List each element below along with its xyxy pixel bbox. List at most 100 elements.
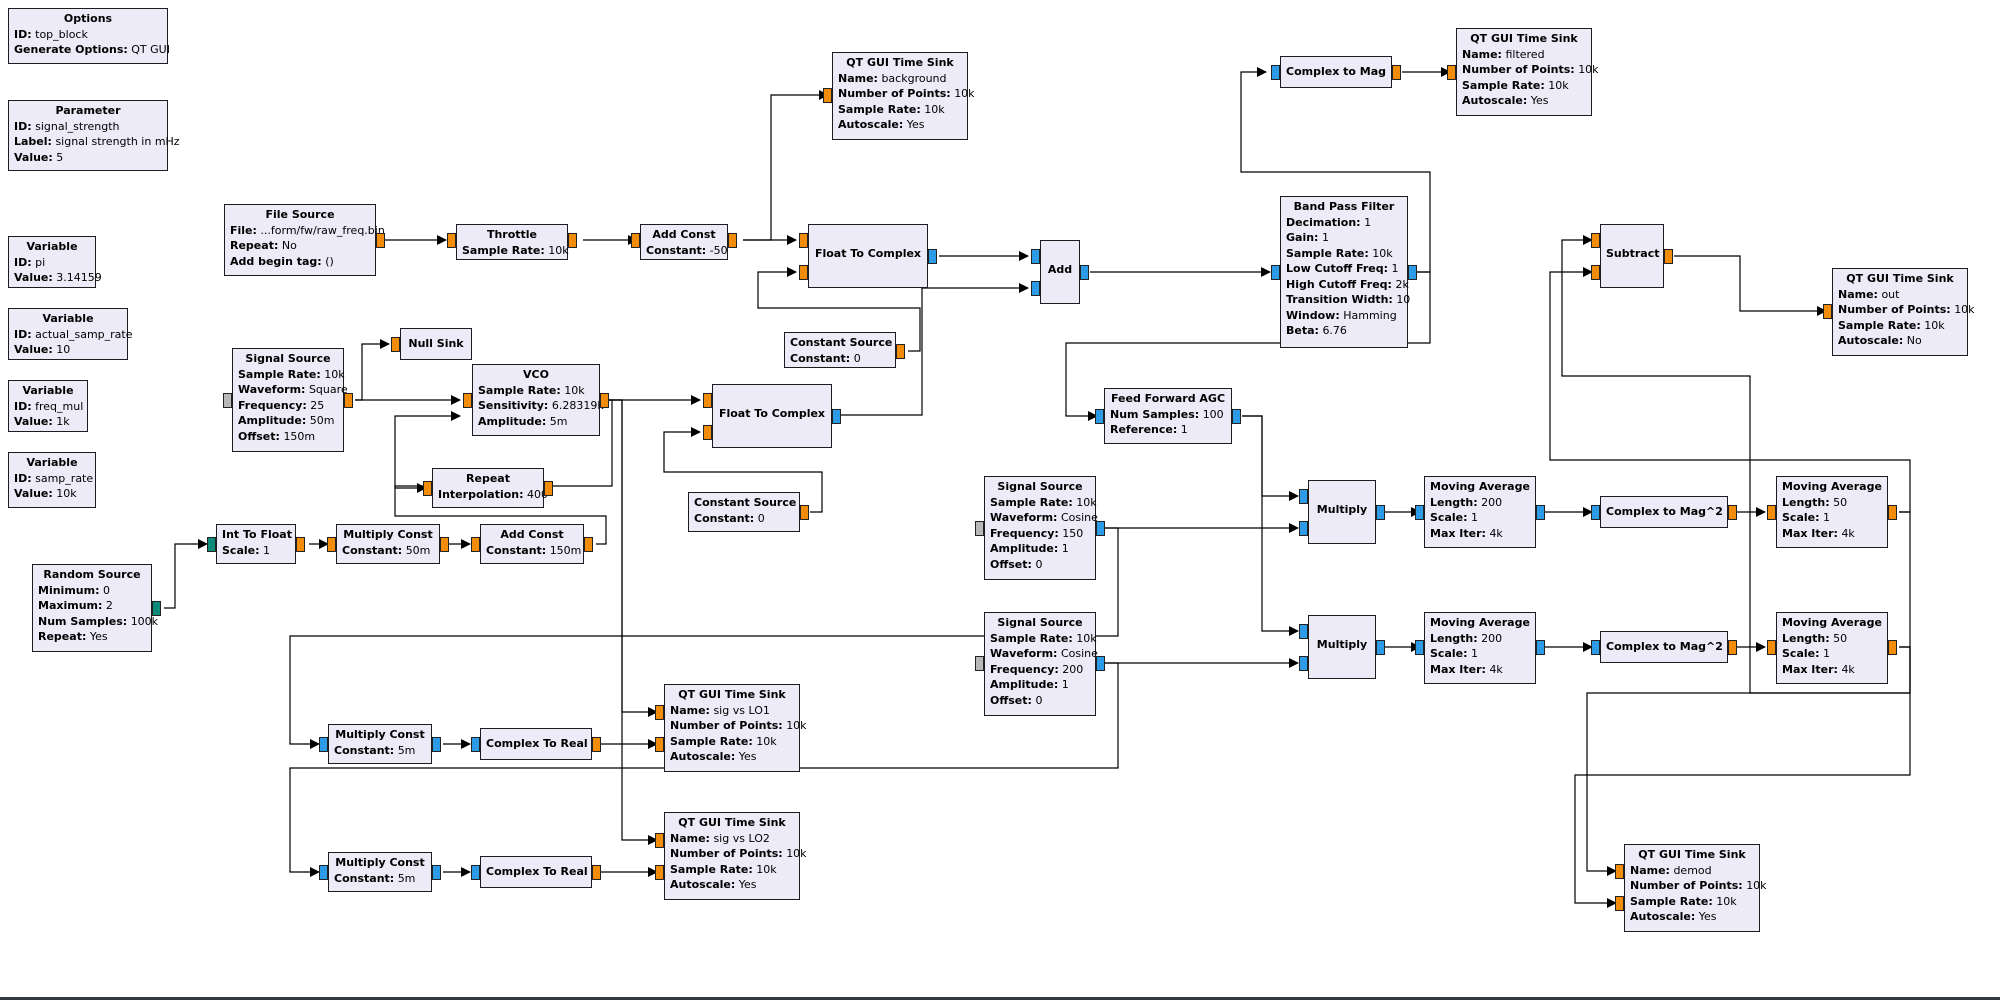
complex-to-mag-squared-block-2[interactable]: Complex to Mag^2 [1600, 631, 1728, 663]
random-source-block[interactable]: Random Source Minimum: 0 Maximum: 2 Num … [32, 564, 158, 652]
input-port[interactable] [703, 425, 712, 440]
input-port[interactable] [1299, 656, 1308, 671]
input-port[interactable] [319, 737, 328, 752]
add-const-block[interactable]: Add Const Constant: -50 [640, 224, 728, 260]
multiply-const-5m-block-2[interactable]: Multiply Const Constant: 5m [328, 852, 432, 892]
moving-average-block-2[interactable]: Moving Average Length: 200 Scale: 1 Max … [1424, 612, 1536, 684]
float-to-complex-block-1[interactable]: Float To Complex [808, 224, 928, 288]
output-port[interactable] [1376, 640, 1385, 655]
constant-source-block-1[interactable]: Constant Source Constant: 0 [784, 332, 896, 368]
input-port[interactable] [1591, 265, 1600, 280]
vco-block[interactable]: VCO Sample Rate: 10k Sensitivity: 6.2831… [472, 364, 604, 436]
multiply-const-50m-block[interactable]: Multiply Const Constant: 50m [336, 524, 440, 564]
output-port[interactable] [600, 393, 609, 408]
input-port[interactable] [631, 233, 640, 248]
multiply-block-1[interactable]: Multiply [1308, 480, 1376, 544]
moving-average-block-3[interactable]: Moving Average Length: 50 Scale: 1 Max I… [1776, 476, 1888, 548]
output-port[interactable] [1408, 265, 1417, 280]
file-source-block[interactable]: File Source File: ...form/fw/raw_freq.bi… [224, 204, 385, 276]
moving-average-block-1[interactable]: Moving Average Length: 200 Scale: 1 Max … [1424, 476, 1536, 548]
input-port[interactable] [1271, 65, 1280, 80]
output-port[interactable] [1888, 505, 1897, 520]
output-port[interactable] [1392, 65, 1401, 80]
moving-average-block-4[interactable]: Moving Average Length: 50 Scale: 1 Max I… [1776, 612, 1888, 684]
input-port[interactable] [1415, 640, 1424, 655]
add-const-150m-block[interactable]: Add Const Constant: 150m [480, 524, 584, 564]
input-port[interactable] [1415, 505, 1424, 520]
input-port[interactable] [327, 537, 336, 552]
input-port[interactable] [319, 865, 328, 880]
input-port[interactable] [1615, 864, 1624, 879]
output-port[interactable] [1096, 521, 1105, 536]
signal-source-cos200-block[interactable]: Signal Source Sample Rate: 10k Waveform:… [984, 612, 1098, 716]
qt-gui-time-sink-out[interactable]: QT GUI Time Sink Name: out Number of Poi… [1832, 268, 1975, 356]
output-port[interactable] [928, 249, 937, 264]
input-port[interactable] [1299, 489, 1308, 504]
input-port[interactable] [1299, 521, 1308, 536]
input-port[interactable] [1031, 249, 1040, 264]
output-port[interactable] [1664, 249, 1673, 264]
input-port[interactable] [207, 537, 216, 552]
output-port[interactable] [1080, 265, 1089, 280]
output-port[interactable] [152, 601, 161, 616]
output-port[interactable] [296, 537, 305, 552]
input-port[interactable] [1767, 640, 1776, 655]
output-port[interactable] [800, 505, 809, 520]
input-port[interactable] [447, 233, 456, 248]
multiply-const-5m-block-1[interactable]: Multiply Const Constant: 5m [328, 724, 432, 764]
output-port[interactable] [1536, 640, 1545, 655]
constant-source-block-2[interactable]: Constant Source Constant: 0 [688, 492, 800, 532]
output-port[interactable] [1728, 640, 1737, 655]
input-port[interactable] [655, 865, 664, 880]
qt-gui-time-sink-demod[interactable]: QT GUI Time Sink Name: demod Number of P… [1624, 844, 1767, 932]
output-port[interactable] [728, 233, 737, 248]
output-port[interactable] [1232, 409, 1241, 424]
output-port[interactable] [592, 737, 601, 752]
message-port[interactable] [975, 656, 984, 671]
input-port[interactable] [799, 265, 808, 280]
output-port[interactable] [584, 537, 593, 552]
input-port[interactable] [655, 705, 664, 720]
input-port[interactable] [471, 537, 480, 552]
feed-forward-agc-block[interactable]: Feed Forward AGC Num Samples: 100 Refere… [1104, 388, 1232, 444]
input-port[interactable] [471, 865, 480, 880]
subtract-block[interactable]: Subtract [1600, 224, 1664, 288]
output-port[interactable] [568, 233, 577, 248]
float-to-complex-block-2[interactable]: Float To Complex [712, 384, 832, 448]
output-port[interactable] [1376, 505, 1385, 520]
input-port[interactable] [1823, 304, 1832, 319]
output-port[interactable] [440, 537, 449, 552]
parameter-block[interactable]: Parameter ID: signal_strength Label: sig… [8, 100, 180, 171]
input-port[interactable] [1095, 409, 1104, 424]
input-port[interactable] [823, 88, 832, 103]
qt-gui-time-sink-background[interactable]: QT GUI Time Sink Name: background Number… [832, 52, 975, 140]
output-port[interactable] [432, 737, 441, 752]
output-port[interactable] [1536, 505, 1545, 520]
input-port[interactable] [1299, 624, 1308, 639]
input-port[interactable] [1591, 640, 1600, 655]
input-port[interactable] [471, 737, 480, 752]
output-port[interactable] [344, 393, 353, 408]
signal-source-cos150-block[interactable]: Signal Source Sample Rate: 10k Waveform:… [984, 476, 1098, 580]
variable-block-samp-rate[interactable]: Variable ID: samp_rate Value: 10k [8, 452, 96, 508]
null-sink-block[interactable]: Null Sink [400, 328, 472, 360]
qt-gui-time-sink-filtered[interactable]: QT GUI Time Sink Name: filtered Number o… [1456, 28, 1599, 116]
input-port[interactable] [655, 737, 664, 752]
input-port[interactable] [463, 393, 472, 408]
input-port[interactable] [703, 393, 712, 408]
output-port[interactable] [592, 865, 601, 880]
input-port[interactable] [655, 833, 664, 848]
input-port[interactable] [1615, 896, 1624, 911]
output-port[interactable] [896, 344, 905, 359]
signal-source-square-block[interactable]: Signal Source Sample Rate: 10k Waveform:… [232, 348, 348, 452]
output-port[interactable] [1096, 656, 1105, 671]
output-port[interactable] [832, 409, 841, 424]
multiply-block-2[interactable]: Multiply [1308, 615, 1376, 679]
message-port[interactable] [223, 393, 232, 408]
complex-to-mag-block[interactable]: Complex to Mag [1280, 56, 1392, 88]
complex-to-real-block-1[interactable]: Complex To Real [480, 728, 592, 760]
complex-to-real-block-2[interactable]: Complex To Real [480, 856, 592, 888]
output-port[interactable] [544, 481, 553, 496]
input-port[interactable] [1031, 281, 1040, 296]
